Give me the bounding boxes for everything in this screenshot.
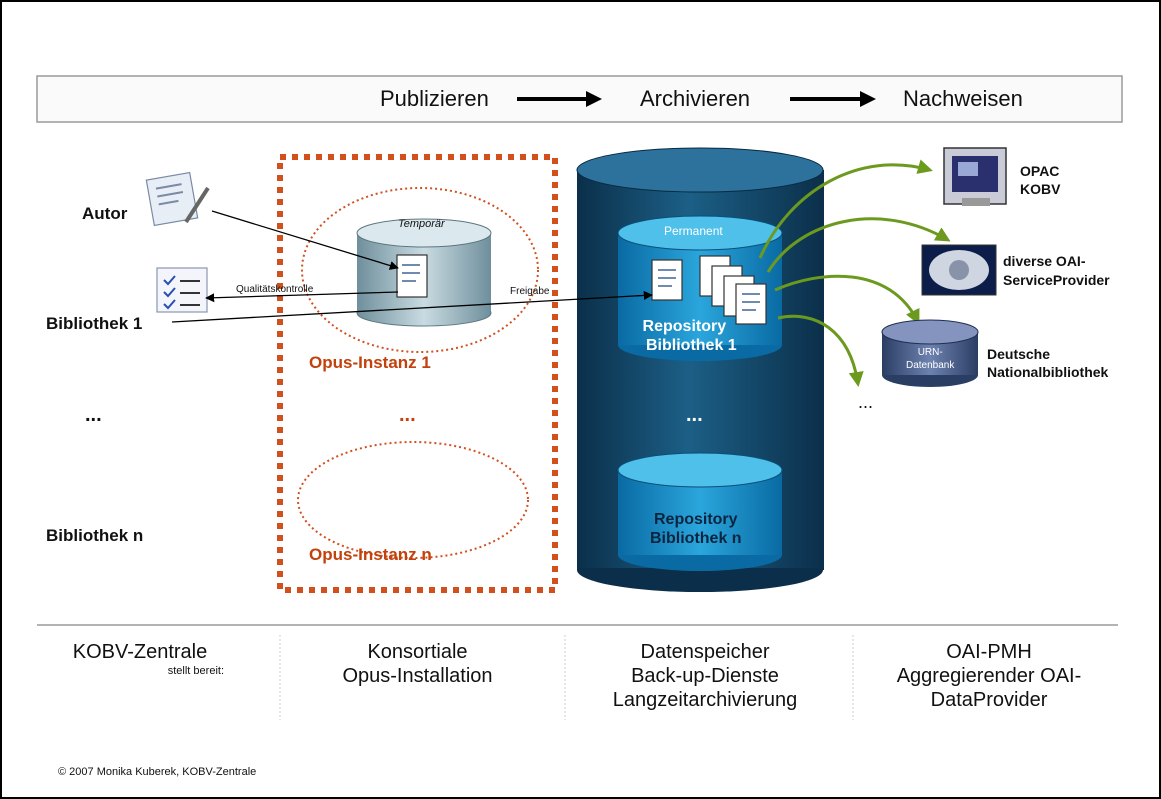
arrow-to-opac [758,159,933,259]
label-bibliothek-n: Bibliothek n [46,526,144,545]
archive-cylinder-top [576,147,824,193]
label-urn-datenbank: URN-Datenbank [906,347,955,371]
temp-cylinder-top [356,218,492,248]
autor-to-temp-arrow [211,210,399,270]
label-qualitaetskontrolle: Qualitätskontrolle [236,284,314,295]
flow-header-bar [36,75,1123,123]
author-document-icon [145,171,210,227]
opus-instanz-n-ellipse [297,441,529,559]
opus-instanz-1-ellipse [301,187,539,353]
qualitaetskontrolle-arrow [205,291,399,303]
oai-service-icon [921,244,997,296]
freigabe-arrow [171,290,653,323]
opac-monitor-icon [943,147,1007,206]
label-oai-service-provider: diverse OAI-ServiceProvider [1003,253,1110,288]
label-autor: Autor [82,204,128,223]
label-archive-dots: ... [686,404,703,426]
copyright-text: © 2007 Monika Kuberek, KOBV-Zentrale [58,766,257,778]
label-opus-dots: ... [399,404,416,426]
repository-documents-icon [651,255,767,325]
label-opus-instanz-1: Opus-Instanz 1 [309,353,431,372]
checklist-icon [156,267,208,313]
label-bibliothek-1: Bibliothek 1 [46,314,143,333]
arrow-to-more [777,314,864,387]
urn-database-icon [881,319,979,387]
flow-step-nachweisen: Nachweisen [903,86,1023,111]
flow-step-publizieren: Publizieren [380,86,489,111]
label-permanent: Permanent [664,224,723,238]
arrow-to-urn [774,274,920,325]
arrow-to-oai [766,217,951,273]
label-opus-instanz-n: Opus-Instanz n [309,545,432,564]
label-temporaer: Temporär [398,218,445,230]
label-right-dots: ... [858,392,874,412]
repon-cylinder-top [617,452,783,488]
label-dots-left: ... [85,404,102,426]
flow-step-archivieren: Archivieren [640,86,751,111]
repo1-cylinder-top [617,215,783,251]
opus-frame [277,154,558,593]
temp-document-icon [396,254,428,298]
label-freigabe: Freigabe [510,286,550,297]
footer-kobv-zentrale: KOBV-Zentrale stellt bereit: [72,641,224,677]
